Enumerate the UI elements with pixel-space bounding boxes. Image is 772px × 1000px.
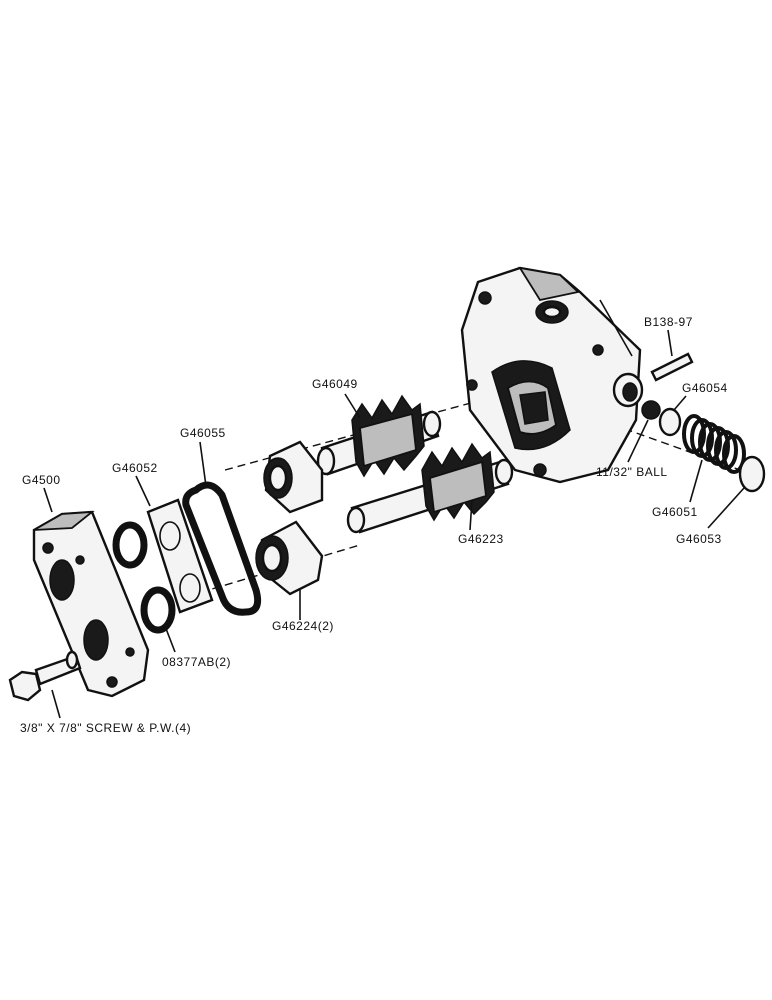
label-drive-gear: G46049 xyxy=(312,377,358,391)
label-o-ring: G46055 xyxy=(180,426,226,440)
cover-plate xyxy=(32,510,150,698)
upper-bushing xyxy=(263,440,324,514)
idler-gear-shaft xyxy=(346,442,514,534)
label-idler-gear: G46223 xyxy=(458,532,504,546)
label-gasket: G46052 xyxy=(112,461,158,475)
label-screw: 3/8" X 7/8" SCREW & P.W.(4) xyxy=(20,721,191,735)
seal-lower xyxy=(140,586,176,634)
axis-line-upper xyxy=(224,394,501,471)
gasket xyxy=(146,498,214,614)
lower-bushing xyxy=(255,520,324,596)
check-ball xyxy=(641,400,661,420)
label-spring: G46051 xyxy=(652,505,698,519)
label-cover-plate: G4500 xyxy=(22,473,61,487)
label-plug: G46053 xyxy=(676,532,722,546)
label-pin: B138-97 xyxy=(644,315,693,329)
label-ball: 11/32" BALL xyxy=(596,465,668,479)
cap-screw xyxy=(8,650,82,702)
plug-disc xyxy=(738,455,766,493)
drive-gear xyxy=(316,394,442,478)
label-valve-disc: G46054 xyxy=(682,381,728,395)
pin xyxy=(650,352,694,382)
label-bushings: G46224(2) xyxy=(272,619,334,633)
seal-upper xyxy=(112,521,148,569)
relief-spring xyxy=(682,414,746,474)
pump-housing xyxy=(460,266,644,484)
o-ring xyxy=(182,481,262,616)
leader-lines xyxy=(43,329,745,719)
valve-disc xyxy=(658,407,682,437)
label-seals: 08377AB(2) xyxy=(162,655,231,669)
